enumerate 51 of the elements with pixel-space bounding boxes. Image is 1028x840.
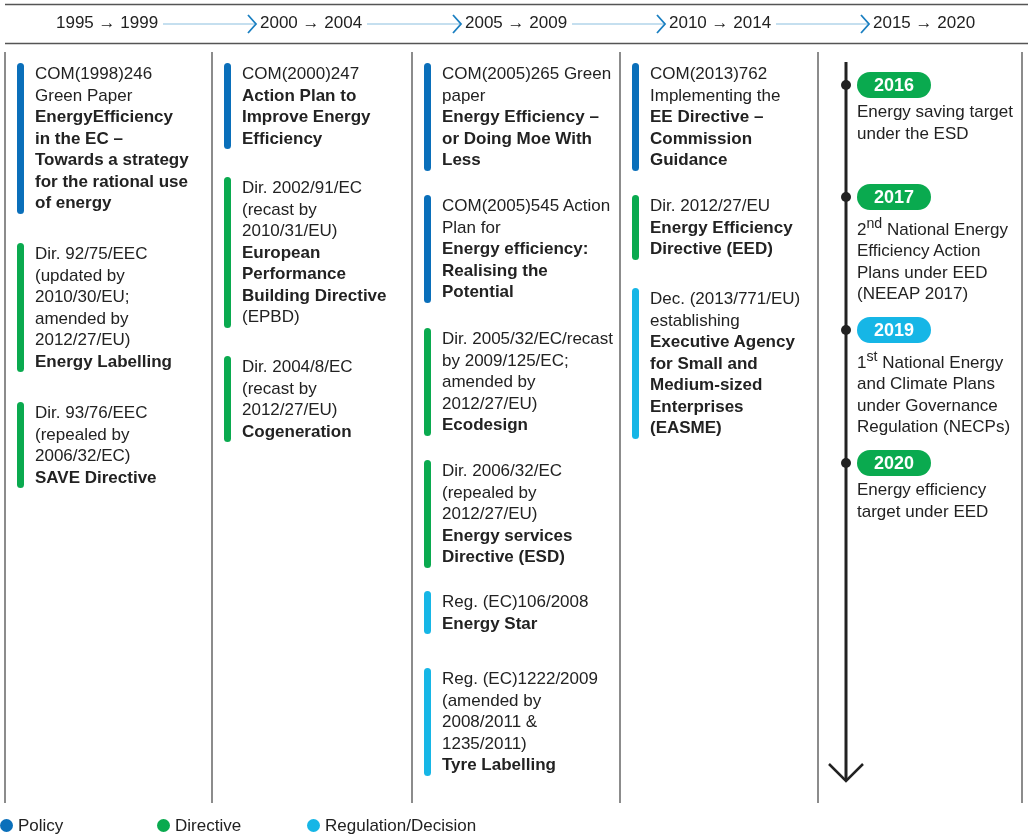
- document-title: SAVE Directive: [35, 466, 158, 488]
- document-reference: COM(1998)246 Green Paper: [35, 63, 154, 106]
- document-reference: Reg. (EC)106/2008: [442, 591, 590, 613]
- document-title: European Performance Building Directive: [242, 241, 388, 306]
- legend-label: Regulation/Decision: [325, 816, 477, 835]
- document-title: Action Plan to Improve Energy Efficiency: [242, 84, 372, 149]
- document-title: Energy Efficiency Directive (EED): [650, 216, 794, 260]
- chevron-arrow: [775, 14, 870, 34]
- period-heading: 2005 → 2009: [465, 6, 568, 40]
- milestone-description: 1$^{st}$ National Energy and Climate Plans under Governance Regulation (NECPs): [857, 347, 1012, 438]
- year-badge: 2017: [857, 184, 931, 210]
- document-reference: Dir. 2012/27/EU: [650, 195, 771, 217]
- document-title: Energy Star: [442, 612, 539, 634]
- year-badge: 2020: [857, 450, 931, 476]
- document-title: EE Directive – Commission Guidance: [650, 106, 765, 171]
- period-heading: 2010 → 2014: [669, 6, 772, 40]
- document-reference: COM(2013)762 Implementing the: [650, 63, 782, 106]
- document-title: Executive Agency for Small and Medium-sized Enterprises (EASME): [650, 331, 796, 439]
- document-reference: (EPBD): [242, 306, 301, 328]
- document-reference: Dec. (2013/771/EU) establishing: [650, 288, 802, 331]
- document-title: Energy services Directive (ESD): [442, 524, 574, 568]
- chevron-arrow: [571, 14, 666, 34]
- year-badge: 2016: [857, 72, 931, 98]
- chevron-arrow: [366, 14, 462, 34]
- document-reference: Dir. 2006/32/EC (repealed by 2012/27/EU): [442, 460, 563, 525]
- document-reference: COM(2000)247: [242, 63, 361, 85]
- period-heading: 2000 → 2004: [260, 6, 363, 40]
- document-reference: COM(2005)265 Green paper: [442, 63, 613, 106]
- document-title: Energy Efficiency – or Doing Moe With Less: [442, 106, 600, 171]
- document-title: Energy Labelling: [35, 350, 173, 372]
- milestone-description: 2$^{nd}$ National Energy Efficiency Action Plans under EED (NEEAP 2017): [857, 214, 1009, 305]
- chevron-arrow: [162, 14, 257, 34]
- milestone-description: Energy efficiency target under EED: [857, 479, 990, 522]
- legend-label: Policy: [18, 816, 64, 835]
- document-title: Ecodesign: [442, 414, 529, 436]
- document-title: Tyre Labelling: [442, 754, 557, 776]
- milestone-description: Energy saving target under the ESD: [857, 101, 1014, 144]
- period-heading: 2015 → 2020: [873, 6, 976, 40]
- document-reference: Dir. 2004/8/EC (recast by 2012/27/EU): [242, 356, 354, 421]
- document-reference: Reg. (EC)1222/2009 (amended by 2008/2011 & 1235/2011): [442, 668, 599, 754]
- document-reference: Dir. 2005/32/EC/recast by 2009/125/EC; amended by 2012/27/EU): [442, 328, 615, 414]
- document-title: EnergyEfficiency in the EC – Towards a strategy for the rational use of energy: [35, 106, 190, 214]
- document-reference: COM(2005)545 Action Plan for: [442, 195, 612, 238]
- document-reference: Dir. 93/76/EEC (repealed by 2006/32/EC): [35, 402, 149, 467]
- document-title: Cogeneration: [242, 420, 353, 442]
- document-reference: Dir. 92/75/EEC (updated by 2010/30/EU; amended by 2012/27/EU): [35, 243, 149, 351]
- document-reference: Dir. 2002/91/EC (recast by 2010/31/EU): [242, 177, 363, 242]
- year-badge: 2019: [857, 317, 931, 343]
- period-heading: 1995 → 1999: [56, 6, 159, 40]
- document-title: Energy efficiency: Realising the Potential: [442, 238, 590, 303]
- legend-label: Directive: [175, 816, 242, 835]
